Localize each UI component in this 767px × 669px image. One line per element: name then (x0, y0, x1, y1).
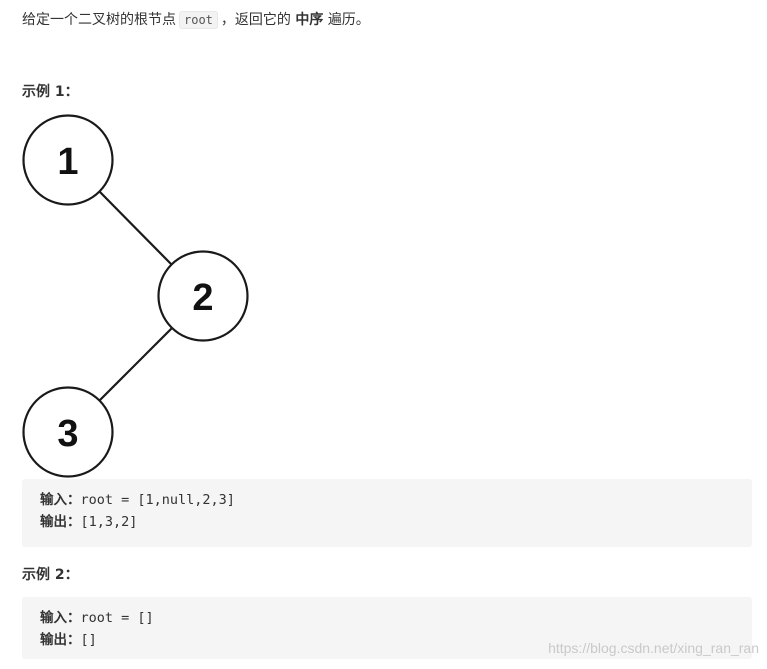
binary-tree-diagram: 1 2 3 (22, 114, 249, 478)
example-1-code-block: 输入：root = [1,null,2,3] 输出：[1,3,2] (22, 479, 752, 547)
example-1-input-line: 输入：root = [1,null,2,3] (40, 489, 734, 511)
edge-2-3 (98, 326, 174, 402)
example-2-input-label: 输入： (40, 610, 81, 626)
tree-node-1: 1 (22, 114, 114, 206)
example-1-title: 示例 1： (22, 84, 79, 100)
example-2-input-value: root = [] (80, 610, 154, 626)
tree-node-3: 3 (22, 386, 114, 478)
root-code: root (179, 11, 218, 29)
description-middle: ，返回它的 (220, 12, 291, 28)
example-1-output-line: 输出：[1,3,2] (40, 511, 734, 533)
example-1-output-value: [1,3,2] (80, 514, 138, 530)
watermark-text: https://blog.csdn.net/xing_ran_ran (548, 640, 759, 656)
description-prefix: 给定一个二叉树的根节点 (22, 12, 176, 28)
tree-node-2: 2 (157, 250, 249, 342)
edge-1-2 (98, 190, 173, 266)
example-1-input-label: 输入： (40, 492, 81, 508)
example-2-output-line: 输出：[] (40, 629, 734, 651)
tree-node-1-label: 1 (57, 141, 78, 183)
example-2-output-value: [] (80, 632, 97, 648)
example-2-title: 示例 2： (22, 567, 79, 583)
example-1-input-value: root = [1,null,2,3] (80, 492, 235, 508)
tree-node-3-label: 3 (57, 413, 78, 455)
example-2-input-line: 输入：root = [] (40, 607, 734, 629)
description-emphasis: 中序 (295, 12, 324, 28)
example-2-output-label: 输出： (40, 632, 81, 648)
example-1-output-label: 输出： (40, 514, 81, 530)
tree-node-2-label: 2 (192, 277, 213, 319)
example-2-code-block: 输入：root = [] 输出：[] (22, 597, 752, 659)
description-suffix: 遍历。 (327, 12, 370, 28)
